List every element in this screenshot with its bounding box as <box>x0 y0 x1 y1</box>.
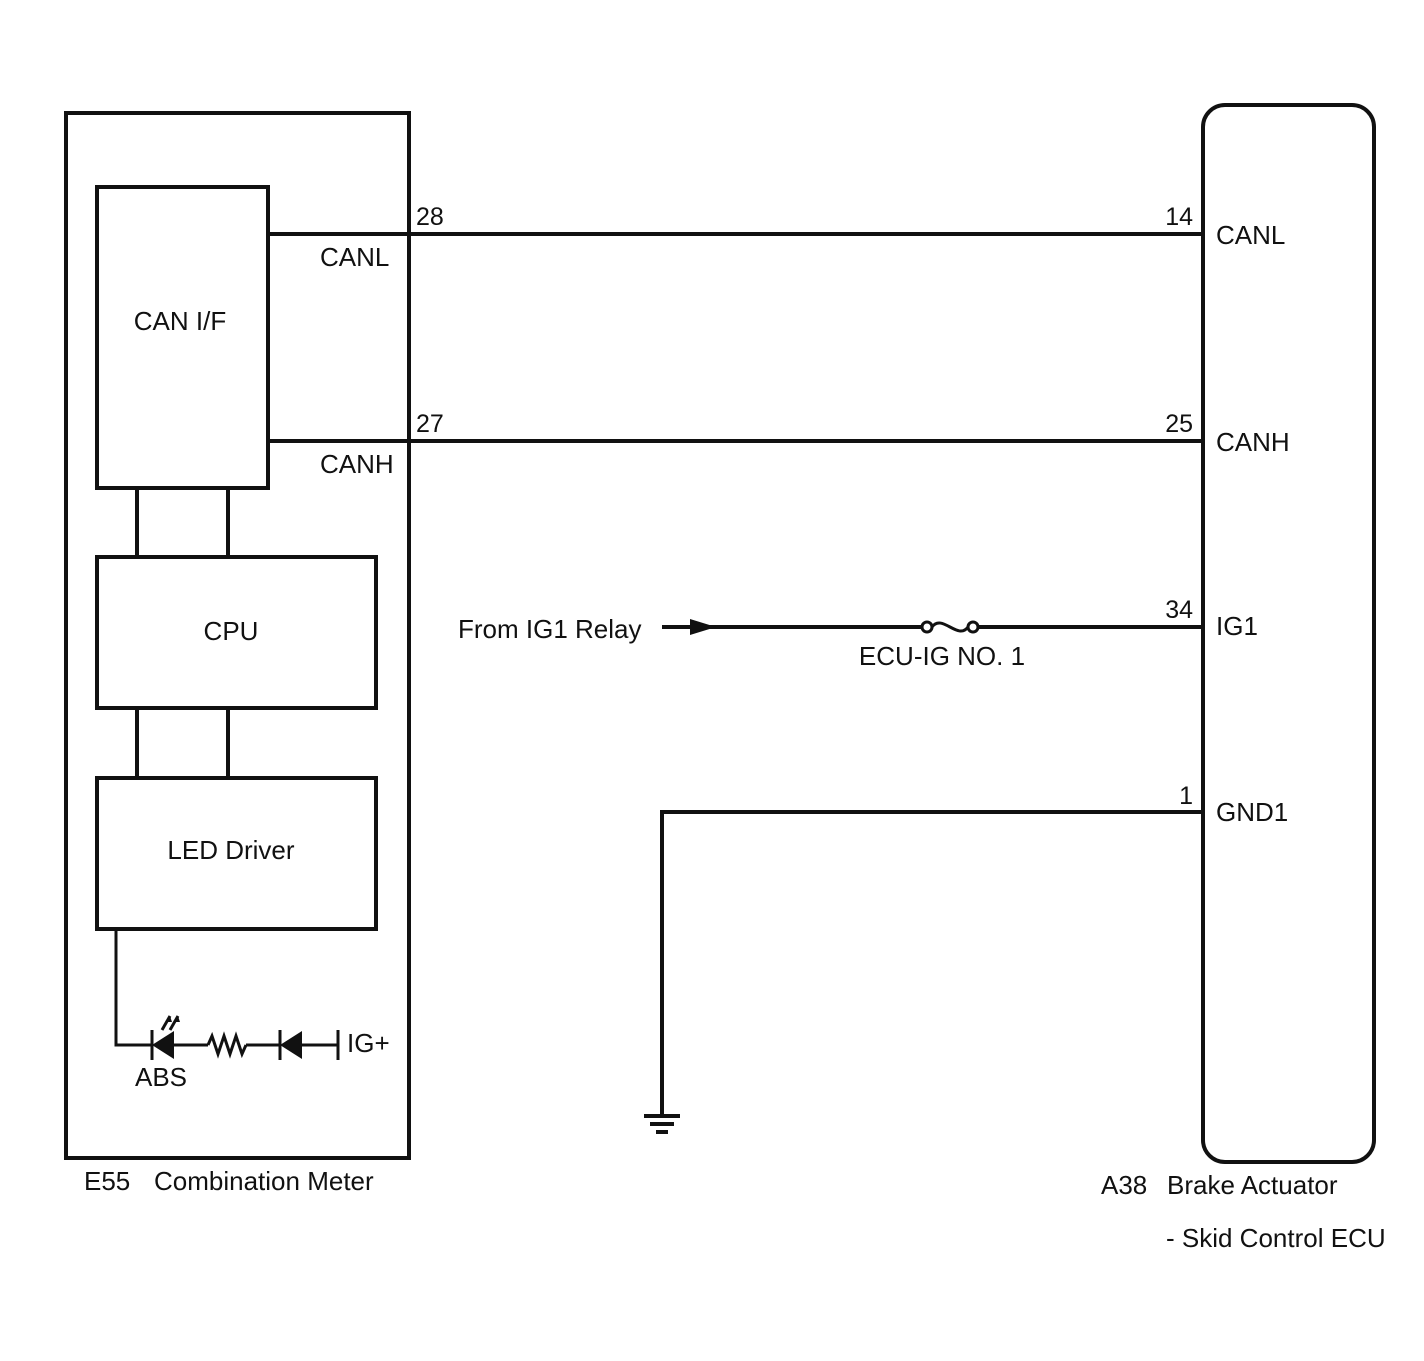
ecu-pin-1: 1 <box>1179 782 1193 810</box>
resistor-icon <box>206 1031 248 1059</box>
led-driver-block <box>95 776 378 931</box>
led-circuit-wire <box>114 929 152 1047</box>
ecu-canl-label: CANL <box>1216 220 1285 250</box>
meter-canh-label: CANH <box>320 449 394 479</box>
ecu-pin-14: 14 <box>1165 203 1193 231</box>
ecu-name: Brake Actuator <box>1167 1170 1338 1200</box>
ecu-canh-label: CANH <box>1216 427 1290 457</box>
meter-pin-27: 27 <box>416 410 444 438</box>
combination-meter-box <box>64 111 411 1160</box>
ecu-subname: - Skid Control ECU <box>1166 1223 1386 1253</box>
fuse-label: ECU-IG NO. 1 <box>859 641 1025 671</box>
meter-pin-28: 28 <box>416 203 444 231</box>
power-source-label: From IG1 Relay <box>458 614 642 644</box>
can-if-block <box>95 185 270 490</box>
meter-canl-label: CANL <box>320 242 389 272</box>
ecu-pin-34: 34 <box>1165 596 1193 624</box>
meter-name: Combination Meter <box>154 1166 374 1196</box>
diode-icon <box>278 1030 302 1060</box>
cpu-block <box>95 555 378 710</box>
led-driver-label: LED Driver <box>167 835 294 865</box>
meter-code: E55 <box>84 1166 130 1196</box>
abs-label: ABS <box>135 1062 187 1092</box>
ig-plus-label: IG+ <box>347 1028 390 1058</box>
can-if-label: CAN I/F <box>134 306 226 336</box>
ecu-ig1-label: IG1 <box>1216 611 1258 641</box>
ecu-code: A38 <box>1101 1170 1147 1200</box>
fuse-icon <box>920 620 980 634</box>
brake-actuator-ecu-box <box>1201 103 1376 1164</box>
arrow-icon <box>690 619 716 635</box>
ecu-pin-25: 25 <box>1165 410 1193 438</box>
gnd1-wire <box>660 810 1203 1114</box>
ground-icon <box>644 1114 680 1134</box>
led-icon <box>150 1015 180 1060</box>
ecu-gnd1-label: GND1 <box>1216 797 1288 827</box>
cpu-label: CPU <box>204 616 259 646</box>
